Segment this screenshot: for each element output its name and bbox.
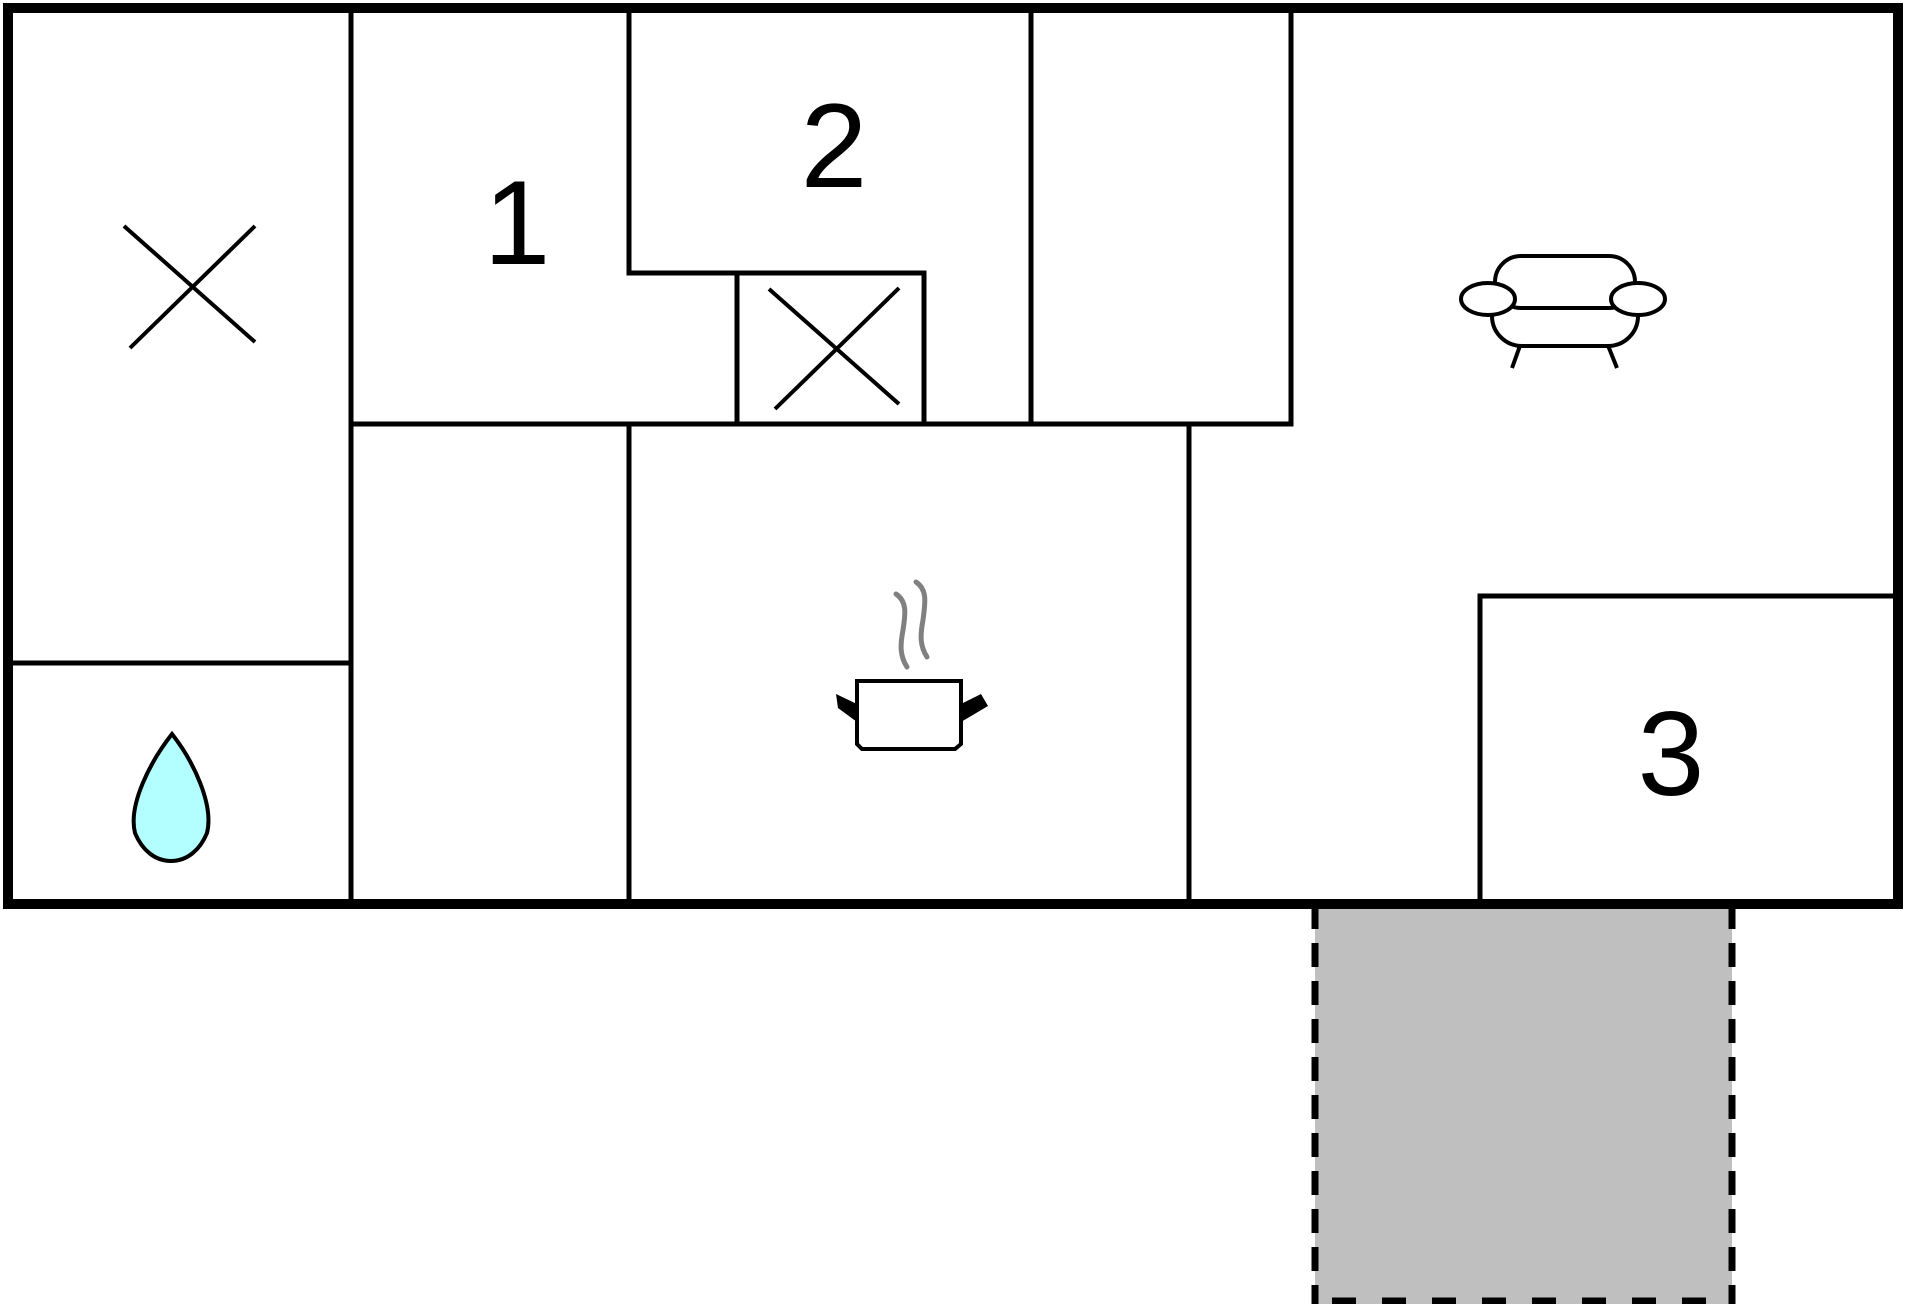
shaft — [734, 270, 927, 427]
sofa-icon — [1459, 254, 1667, 369]
cooking-pot-icon — [836, 579, 988, 751]
water-drop-icon — [131, 730, 211, 864]
toilet-cross-icon — [122, 224, 257, 350]
cross-icon — [767, 286, 901, 411]
room-label-2: 2 — [801, 79, 868, 213]
terrace — [1311, 905, 1736, 1304]
interior-walls — [8, 10, 1896, 902]
room-label-3: 3 — [1638, 687, 1705, 821]
outer-walls — [3, 3, 1903, 909]
room-label-1: 1 — [484, 156, 551, 290]
